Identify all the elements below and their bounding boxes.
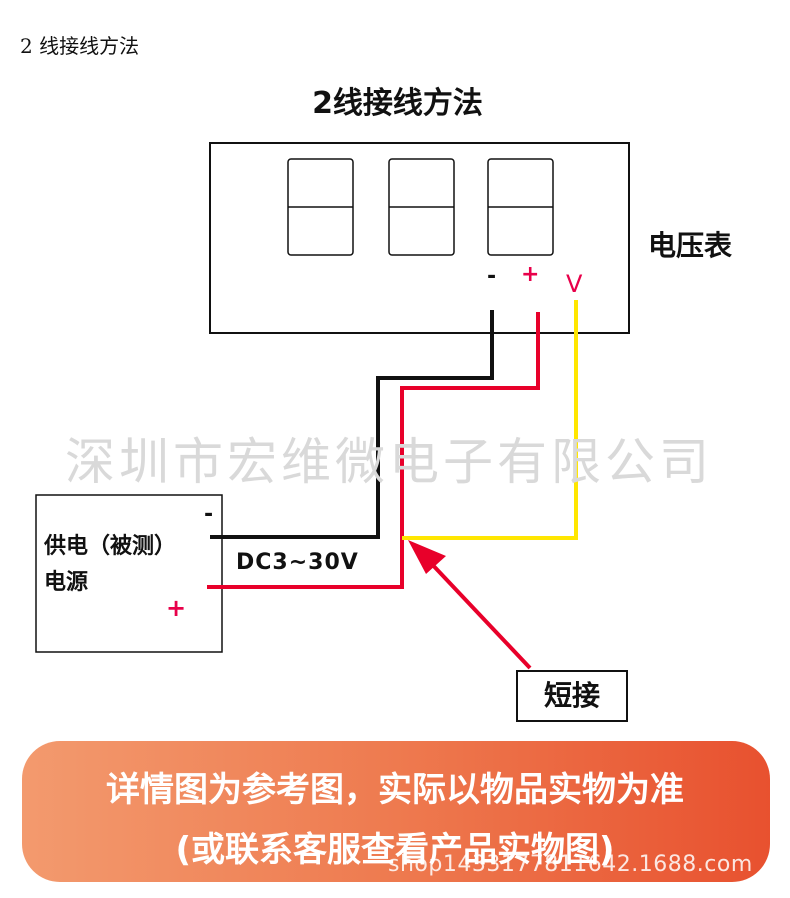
power-supply-label-line2: 电源: [44, 570, 89, 595]
meter-label: 电压表: [648, 229, 733, 262]
short-arrow-shaft: [426, 558, 532, 670]
voltmeter-body: [209, 142, 630, 334]
digit-1: [287, 158, 354, 256]
short-label-box: 短接: [516, 670, 628, 722]
banner-line-1: 详情图为参考图，实际以物品实物为准: [106, 770, 684, 810]
power-supply-box: [35, 494, 223, 653]
page-heading: 2 线接线方法: [20, 34, 140, 58]
power-supply-label-line1: 供电（被测）: [44, 534, 177, 559]
shop-watermark: shop1433177811642.1688.com: [388, 852, 753, 877]
red-wire: [207, 312, 540, 589]
digit-2: [388, 158, 455, 256]
notice-banner: [22, 741, 770, 882]
terminal-positive: +: [521, 262, 540, 287]
digit-3: [487, 158, 554, 256]
power-supply-negative: -: [204, 502, 214, 527]
black-wire: [210, 310, 494, 539]
banner-line-2: (或联系客服查看产品实物图): [175, 830, 615, 870]
voltage-range: DC3~30V: [236, 550, 359, 575]
power-supply-positive: +: [166, 594, 187, 622]
diagram-title: 2线接线方法: [312, 86, 483, 121]
terminal-voltage: V: [566, 270, 583, 298]
short-arrow-head: [408, 540, 446, 574]
company-watermark: 深圳市宏维微电子有限公司: [65, 433, 713, 491]
terminal-negative: -: [487, 264, 497, 289]
yellow-wire: [402, 300, 578, 540]
